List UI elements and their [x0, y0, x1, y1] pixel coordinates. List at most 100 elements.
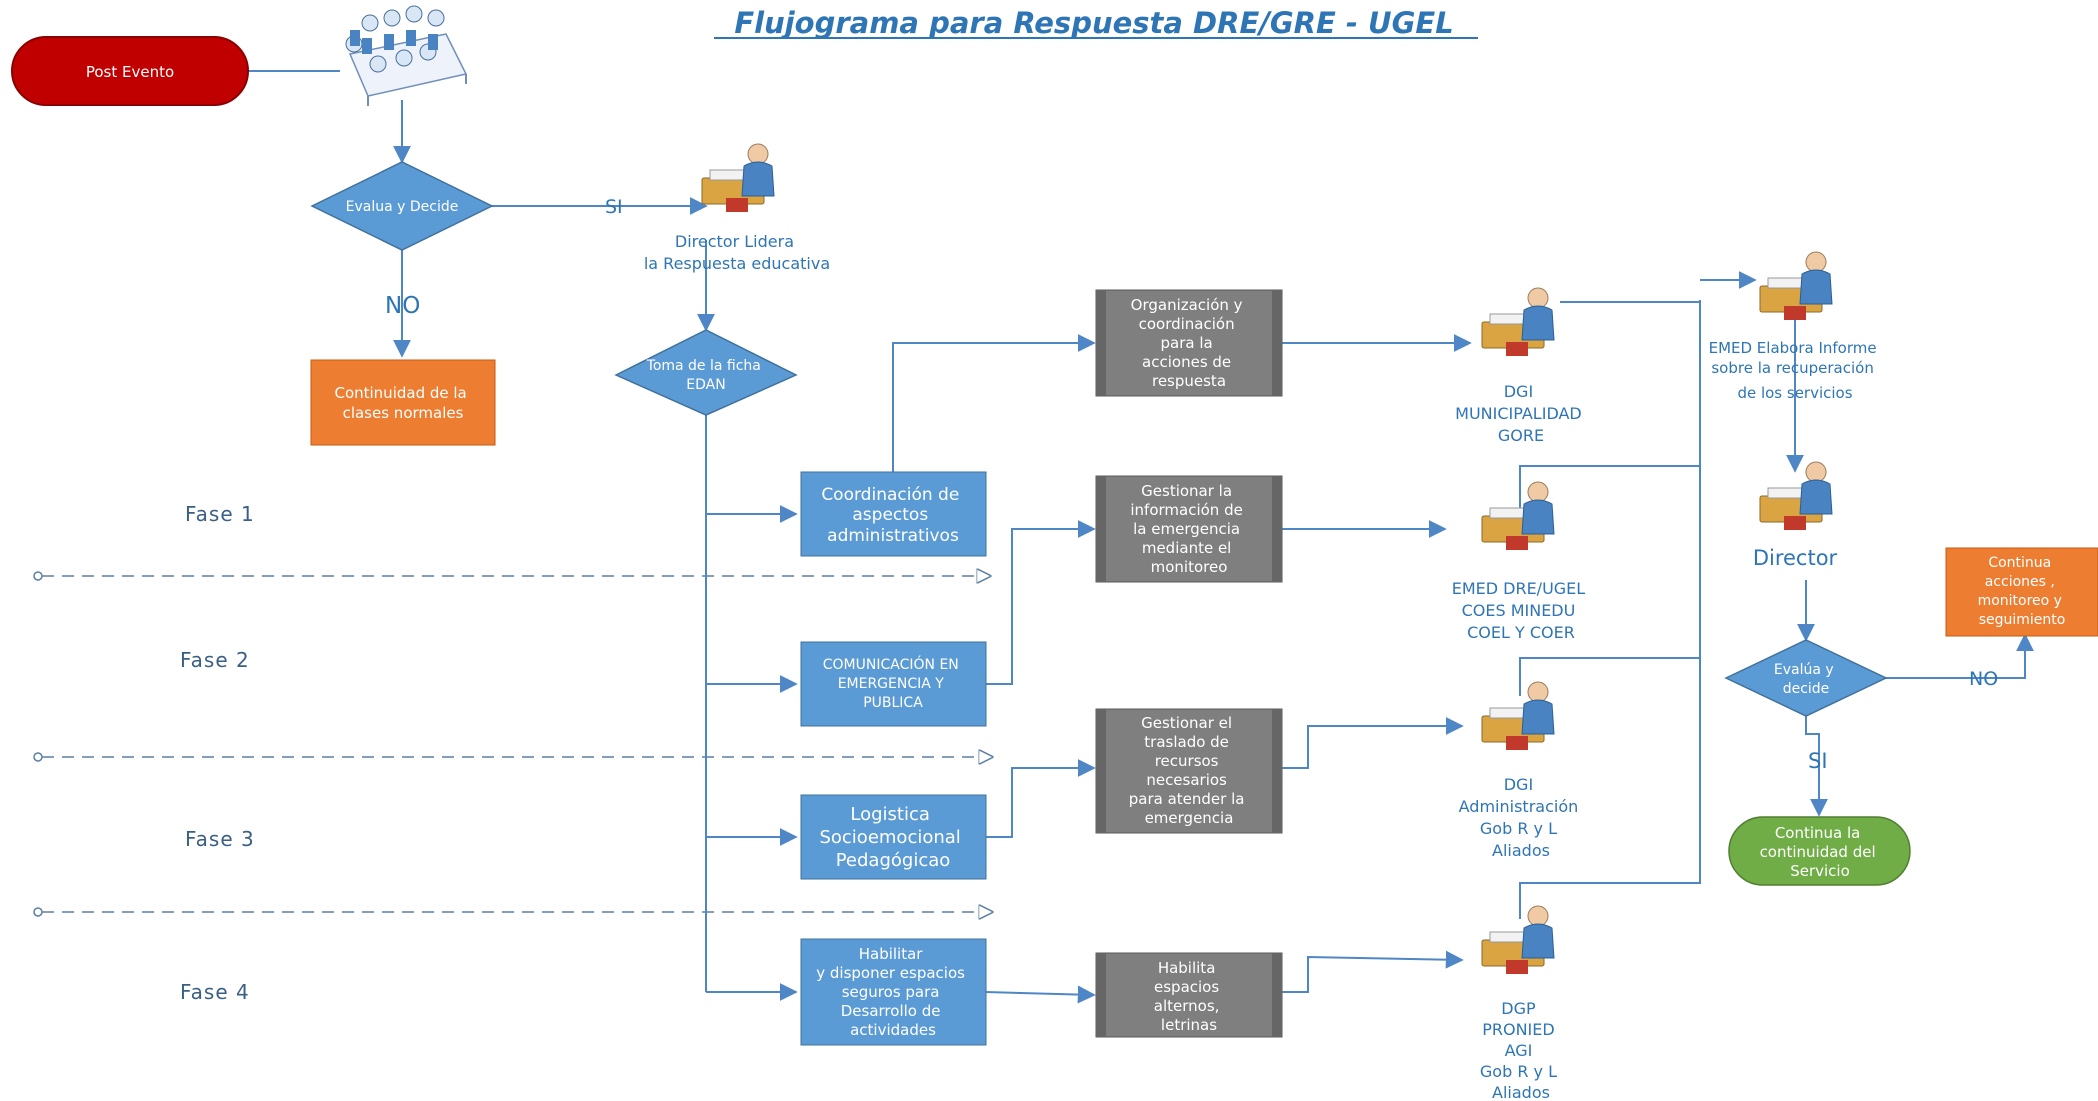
actor-label-2-line-3: COEL Y COER: [1467, 623, 1575, 642]
continue-actions-line-1: Continua: [1988, 555, 2051, 571]
emed-report-icon: [1759, 251, 1833, 321]
phase-box-3-line-3: Pedagógicao: [836, 850, 951, 871]
gray-box-3-line-5: para atender la: [1129, 790, 1245, 808]
actor-icon-2: [1481, 481, 1555, 551]
gray-box-2-line-3: la emergencia: [1133, 520, 1240, 538]
connectors: [248, 70, 2034, 1004]
svg-text:Evalúa y decide: Evalúa y decide: [1774, 662, 1838, 697]
actor-label-4-line-1: DGP: [1501, 999, 1536, 1018]
phase-box-3: Logistica Socioemocional Pedagógicao: [800, 794, 987, 880]
phase-label-3: Fase 3: [185, 827, 255, 851]
gray-box-3: Gestionar el traslado de recursos necesa…: [1095, 708, 1283, 834]
actor-label-3-line-2: Administración: [1459, 797, 1579, 816]
phase-label-4: Fase 4: [180, 980, 250, 1004]
actor-label-1-line-3: GORE: [1498, 426, 1544, 445]
phase-box-4-line-2: y disponer espacios: [816, 964, 965, 982]
actor-label-4-line-2: PRONIED: [1482, 1020, 1554, 1039]
phase-box-2-line-1: COMUNICACIÓN EN: [823, 655, 959, 673]
gray-box-2-line-2: información de: [1130, 501, 1242, 519]
gray-box-1-line-1: Organización y: [1131, 296, 1243, 314]
gray-box-3-line-4: necesarios: [1146, 771, 1227, 789]
director-desk-icon: [701, 143, 775, 213]
gray-box-4-line-1: Habilita: [1158, 959, 1216, 977]
svg-text:Continua acciones ,: Continua acciones , monitoreo y seguimie…: [1978, 555, 2067, 628]
decision-evalua-decide-final: Evalúa y decide: [1724, 639, 1888, 717]
phase-separator-2: [33, 753, 992, 761]
no-label-1: NO: [385, 293, 420, 319]
phase-box-1-line-3: administrativos: [827, 526, 959, 546]
svg-text:Toma de la ficha EDAN: Toma de la ficha EDAN: [646, 358, 766, 393]
svg-text:Organización y coordinac: Organización y coordinación para la acci…: [1131, 296, 1248, 390]
phase-box-1-line-1: Coordinación de: [821, 485, 959, 505]
director-final-icon: [1759, 461, 1833, 531]
actor-icon-1: [1481, 287, 1555, 357]
continue-actions-line-2: acciones ,: [1985, 574, 2055, 590]
yes-label-3: SI: [1808, 749, 1828, 773]
normal-classes-box: Continuidad de la clases normales: [310, 359, 496, 446]
actor-label-1-line-2: MUNICIPALIDAD: [1455, 404, 1582, 423]
svg-text:Gestionar el traslado de: Gestionar el traslado de recursos necesa…: [1129, 714, 1249, 827]
phase-box-3-line-2: Socioemocional: [819, 827, 960, 848]
phase-box-4-line-5: actividades: [850, 1021, 936, 1039]
meeting-people-icon: [345, 5, 468, 106]
svg-text:Habilitar y disponer esp: Habilitar y disponer espacios seguros pa…: [816, 945, 969, 1039]
continue-service-line-3: Servicio: [1790, 862, 1850, 880]
start-node: Post Evento: [11, 36, 249, 106]
yes-label-1: SI: [605, 196, 623, 218]
continue-actions-box: Continua acciones , monitoreo y seguimie…: [1945, 547, 2098, 637]
decision-final-line-2: decide: [1783, 681, 1830, 697]
gray-box-3-line-2: traslado de: [1144, 733, 1229, 751]
phase-box-4-line-4: Desarrollo de: [841, 1002, 941, 1020]
gray-box-1-line-3: para la: [1161, 334, 1213, 352]
decision-edan: Toma de la ficha EDAN: [614, 329, 798, 416]
no-label-3: NO: [1969, 668, 1998, 690]
actor-label-4-line-3: AGI: [1505, 1041, 1533, 1060]
phase-box-2-line-2: EMERGENCIA Y: [838, 676, 945, 692]
actor-label-4: DGP PRONIED AGI Gob R y L Aliados: [1480, 999, 1562, 1101]
svg-text:COMUNICACIÓN EN EMERGENC: COMUNICACIÓN EN EMERGENCIA Y PUBLICA: [823, 655, 963, 711]
phase-box-4-line-1: Habilitar: [859, 945, 924, 963]
gray-box-2-line-5: monitoreo: [1151, 558, 1228, 576]
svg-text:Habilita espacios: Habilita espacios alternos, letrinas: [1154, 959, 1224, 1034]
gray-box-2-line-4: mediante el: [1142, 539, 1232, 557]
gray-box-1-line-5: respuesta: [1152, 372, 1226, 390]
decision-final-line-1: Evalúa y: [1774, 662, 1834, 678]
gray-box-1-line-4: acciones de: [1142, 353, 1231, 371]
phase-box-4: Habilitar y disponer espacios seguros pa…: [800, 938, 987, 1046]
emed-report-label: EMED Elabora Informe sobre la recuperaci…: [1709, 339, 1882, 402]
normal-classes-line-2: clases normales: [343, 404, 464, 422]
svg-text:Logistica Socioemocional: Logistica Socioemocional Pedagógicao: [819, 804, 966, 871]
actor-label-3-line-4: Aliados: [1492, 841, 1550, 860]
emed-report-line-3: de los servicios: [1737, 384, 1852, 402]
gray-box-4-line-2: espacios: [1154, 978, 1219, 996]
gray-box-4-line-3: alternos,: [1154, 997, 1220, 1015]
director-label: Director Lidera la Respuesta educativa: [644, 232, 830, 273]
gray-box-4-line-4: letrinas: [1161, 1016, 1217, 1034]
actor-label-3-line-1: DGI: [1504, 775, 1533, 794]
decision-evalua-decide-label: Evalua y Decide: [346, 199, 459, 215]
svg-text:Gestionar la información: Gestionar la información de la emergenci…: [1130, 482, 1247, 576]
emed-report-line-2: sobre la recuperación: [1711, 359, 1874, 377]
svg-text:Coordinación de aspectos: Coordinación de aspectos administrativos: [821, 485, 964, 546]
emed-report-line-1: EMED Elabora Informe: [1709, 339, 1877, 357]
actor-label-2-line-1: EMED DRE/UGEL: [1452, 579, 1586, 598]
continue-service-line-1: Continua la: [1775, 824, 1861, 842]
phase-label-1: Fase 1: [185, 502, 255, 526]
gray-box-3-line-1: Gestionar el: [1141, 714, 1232, 732]
director-final-label: Director: [1753, 546, 1838, 570]
page-title: Flujograma para Respuesta DRE/GRE - UGEL: [734, 6, 1453, 40]
start-node-label: Post Evento: [86, 63, 174, 81]
actor-label-3: DGI Administración Gob R y L Aliados: [1459, 775, 1584, 860]
decision-evalua-decide: Evalua y Decide: [310, 161, 494, 251]
phase-box-3-line-1: Logistica: [850, 804, 930, 825]
actor-label-4-line-5: Aliados: [1492, 1083, 1550, 1101]
decision-edan-line-1: Toma de la ficha: [646, 358, 761, 374]
actor-label-2: EMED DRE/UGEL COES MINEDU COEL Y COER: [1452, 579, 1591, 642]
phase-box-4-line-3: seguros para: [842, 983, 940, 1001]
phase-label-2: Fase 2: [180, 648, 250, 672]
svg-text:Continua la continuidad: Continua la continuidad del Servicio: [1760, 824, 1881, 880]
gray-box-4: Habilita espacios alternos, letrinas: [1095, 952, 1283, 1038]
actor-label-3-line-3: Gob R y L: [1480, 819, 1557, 838]
continue-actions-line-3: monitoreo y: [1978, 593, 2062, 609]
